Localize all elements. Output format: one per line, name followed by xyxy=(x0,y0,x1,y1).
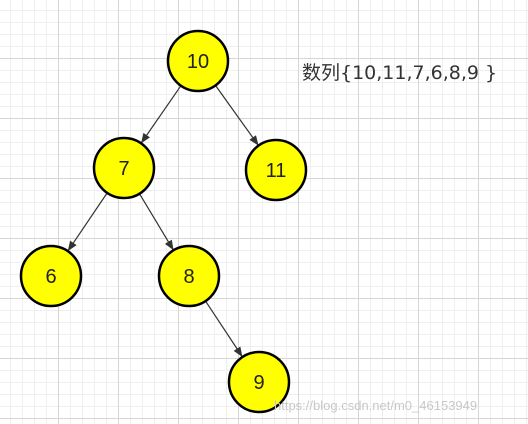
edge-10-to-7 xyxy=(141,85,182,144)
node-circle xyxy=(157,244,221,308)
tree-nodes: 10 7 11 6 8 9 xyxy=(19,29,308,414)
node-label: 9 xyxy=(253,372,264,394)
node-label: 10 xyxy=(187,51,209,73)
node-label: 8 xyxy=(183,266,194,288)
tree-node-6: 6 xyxy=(19,244,83,308)
node-circle xyxy=(244,138,308,202)
node-circle xyxy=(227,350,291,414)
node-circle xyxy=(19,244,83,308)
tree-node-8: 8 xyxy=(157,244,221,308)
edge-10-to-11 xyxy=(214,85,259,146)
edge-8-to-9 xyxy=(205,300,243,357)
edge-7-to-8 xyxy=(138,193,174,251)
tree-edges xyxy=(67,85,259,357)
tree-node-11: 11 xyxy=(244,138,308,202)
sequence-label: 数列{10,11,7,6,8,9 } xyxy=(302,62,498,84)
node-label: 7 xyxy=(118,158,129,180)
node-label: 6 xyxy=(45,266,56,288)
node-label: 11 xyxy=(266,160,287,182)
tree-node-10: 10 xyxy=(166,29,230,93)
tree-node-9: 9 xyxy=(227,350,291,414)
edge-7-to-6 xyxy=(67,192,108,252)
watermark-text: https://blog.csdn.net/m0_46153949 xyxy=(274,398,478,413)
node-circle xyxy=(166,29,230,93)
node-circle xyxy=(92,136,156,200)
tree-node-7: 7 xyxy=(92,136,156,200)
